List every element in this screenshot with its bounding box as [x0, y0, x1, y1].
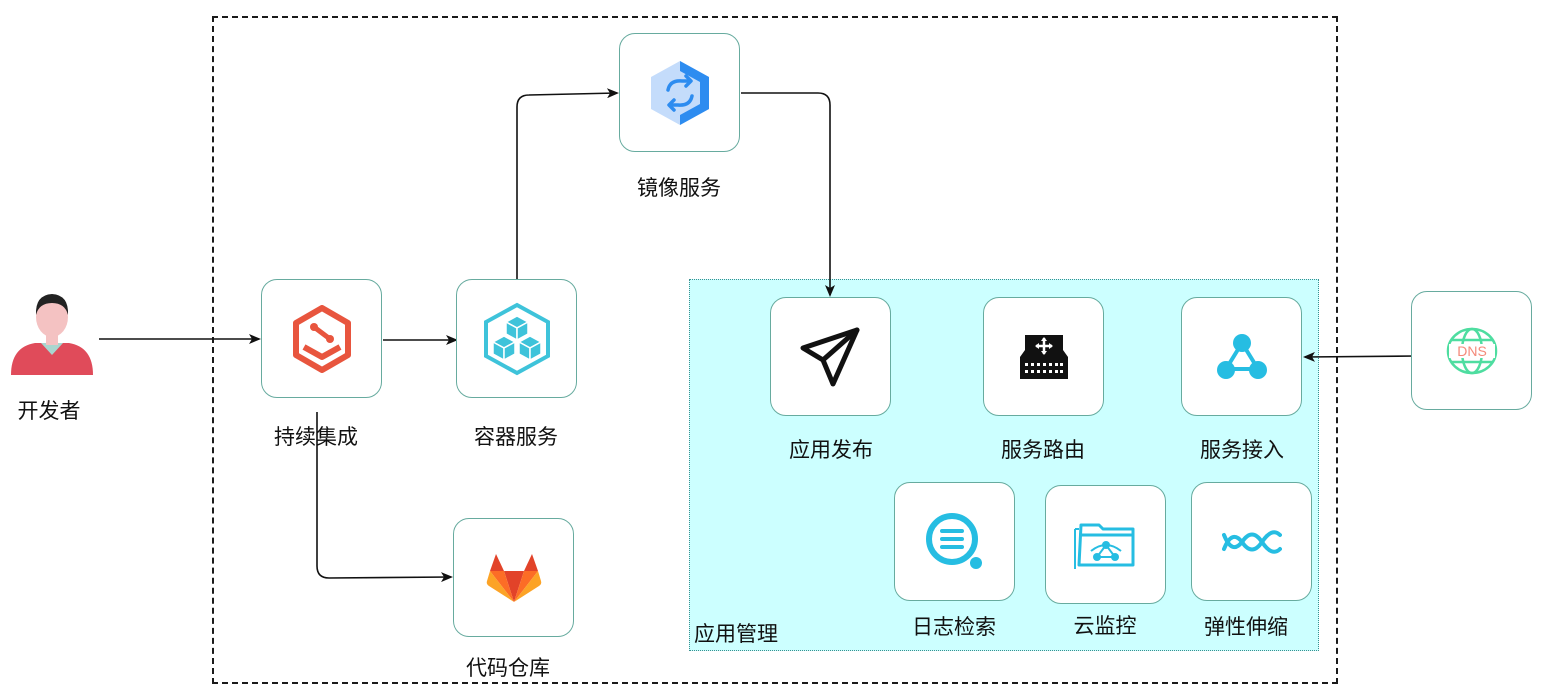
dns-node[interactable]: DNS	[1411, 291, 1532, 410]
dns-globe-icon: DNS	[1446, 327, 1497, 374]
registry-label: 镜像服务	[637, 176, 721, 200]
routing-node[interactable]	[983, 297, 1104, 416]
scaling-node[interactable]	[1191, 482, 1312, 601]
logs-node[interactable]	[894, 482, 1015, 601]
system-boundary	[212, 16, 1338, 684]
app-management-label: 应用管理	[694, 622, 778, 646]
access-label: 服务接入	[1200, 438, 1284, 462]
dns-icon-text: DNS	[1457, 343, 1487, 359]
network-nodes-icon	[1216, 333, 1267, 379]
container-node[interactable]	[456, 279, 577, 398]
deploy-label: 应用发布	[789, 438, 873, 462]
log-search-icon	[925, 512, 982, 569]
deploy-node[interactable]	[770, 297, 891, 416]
image-sync-icon	[650, 60, 709, 125]
ci-node[interactable]	[261, 279, 382, 398]
developer-label: 开发者	[17, 399, 81, 423]
logs-label: 日志检索	[912, 615, 996, 639]
gitlab-icon	[486, 553, 541, 602]
elastic-wave-icon	[1221, 529, 1282, 554]
routing-label: 服务路由	[1001, 438, 1085, 462]
access-node[interactable]	[1181, 297, 1302, 416]
cloud-monitor-folder-icon	[1073, 523, 1134, 569]
paper-plane-icon	[800, 327, 859, 386]
repo-label: 代码仓库	[466, 656, 550, 680]
monitor-node[interactable]	[1045, 485, 1166, 604]
router-icon	[1019, 334, 1068, 379]
registry-node[interactable]	[619, 33, 740, 152]
repo-node[interactable]	[453, 518, 574, 637]
scaling-label: 弹性伸缩	[1204, 615, 1288, 639]
user-icon	[11, 294, 93, 375]
container-label: 容器服务	[474, 425, 558, 449]
monitor-label: 云监控	[1073, 614, 1137, 638]
ci-label: 持续集成	[274, 425, 358, 449]
continuous-integration-icon	[292, 304, 351, 373]
container-service-icon	[483, 302, 550, 375]
